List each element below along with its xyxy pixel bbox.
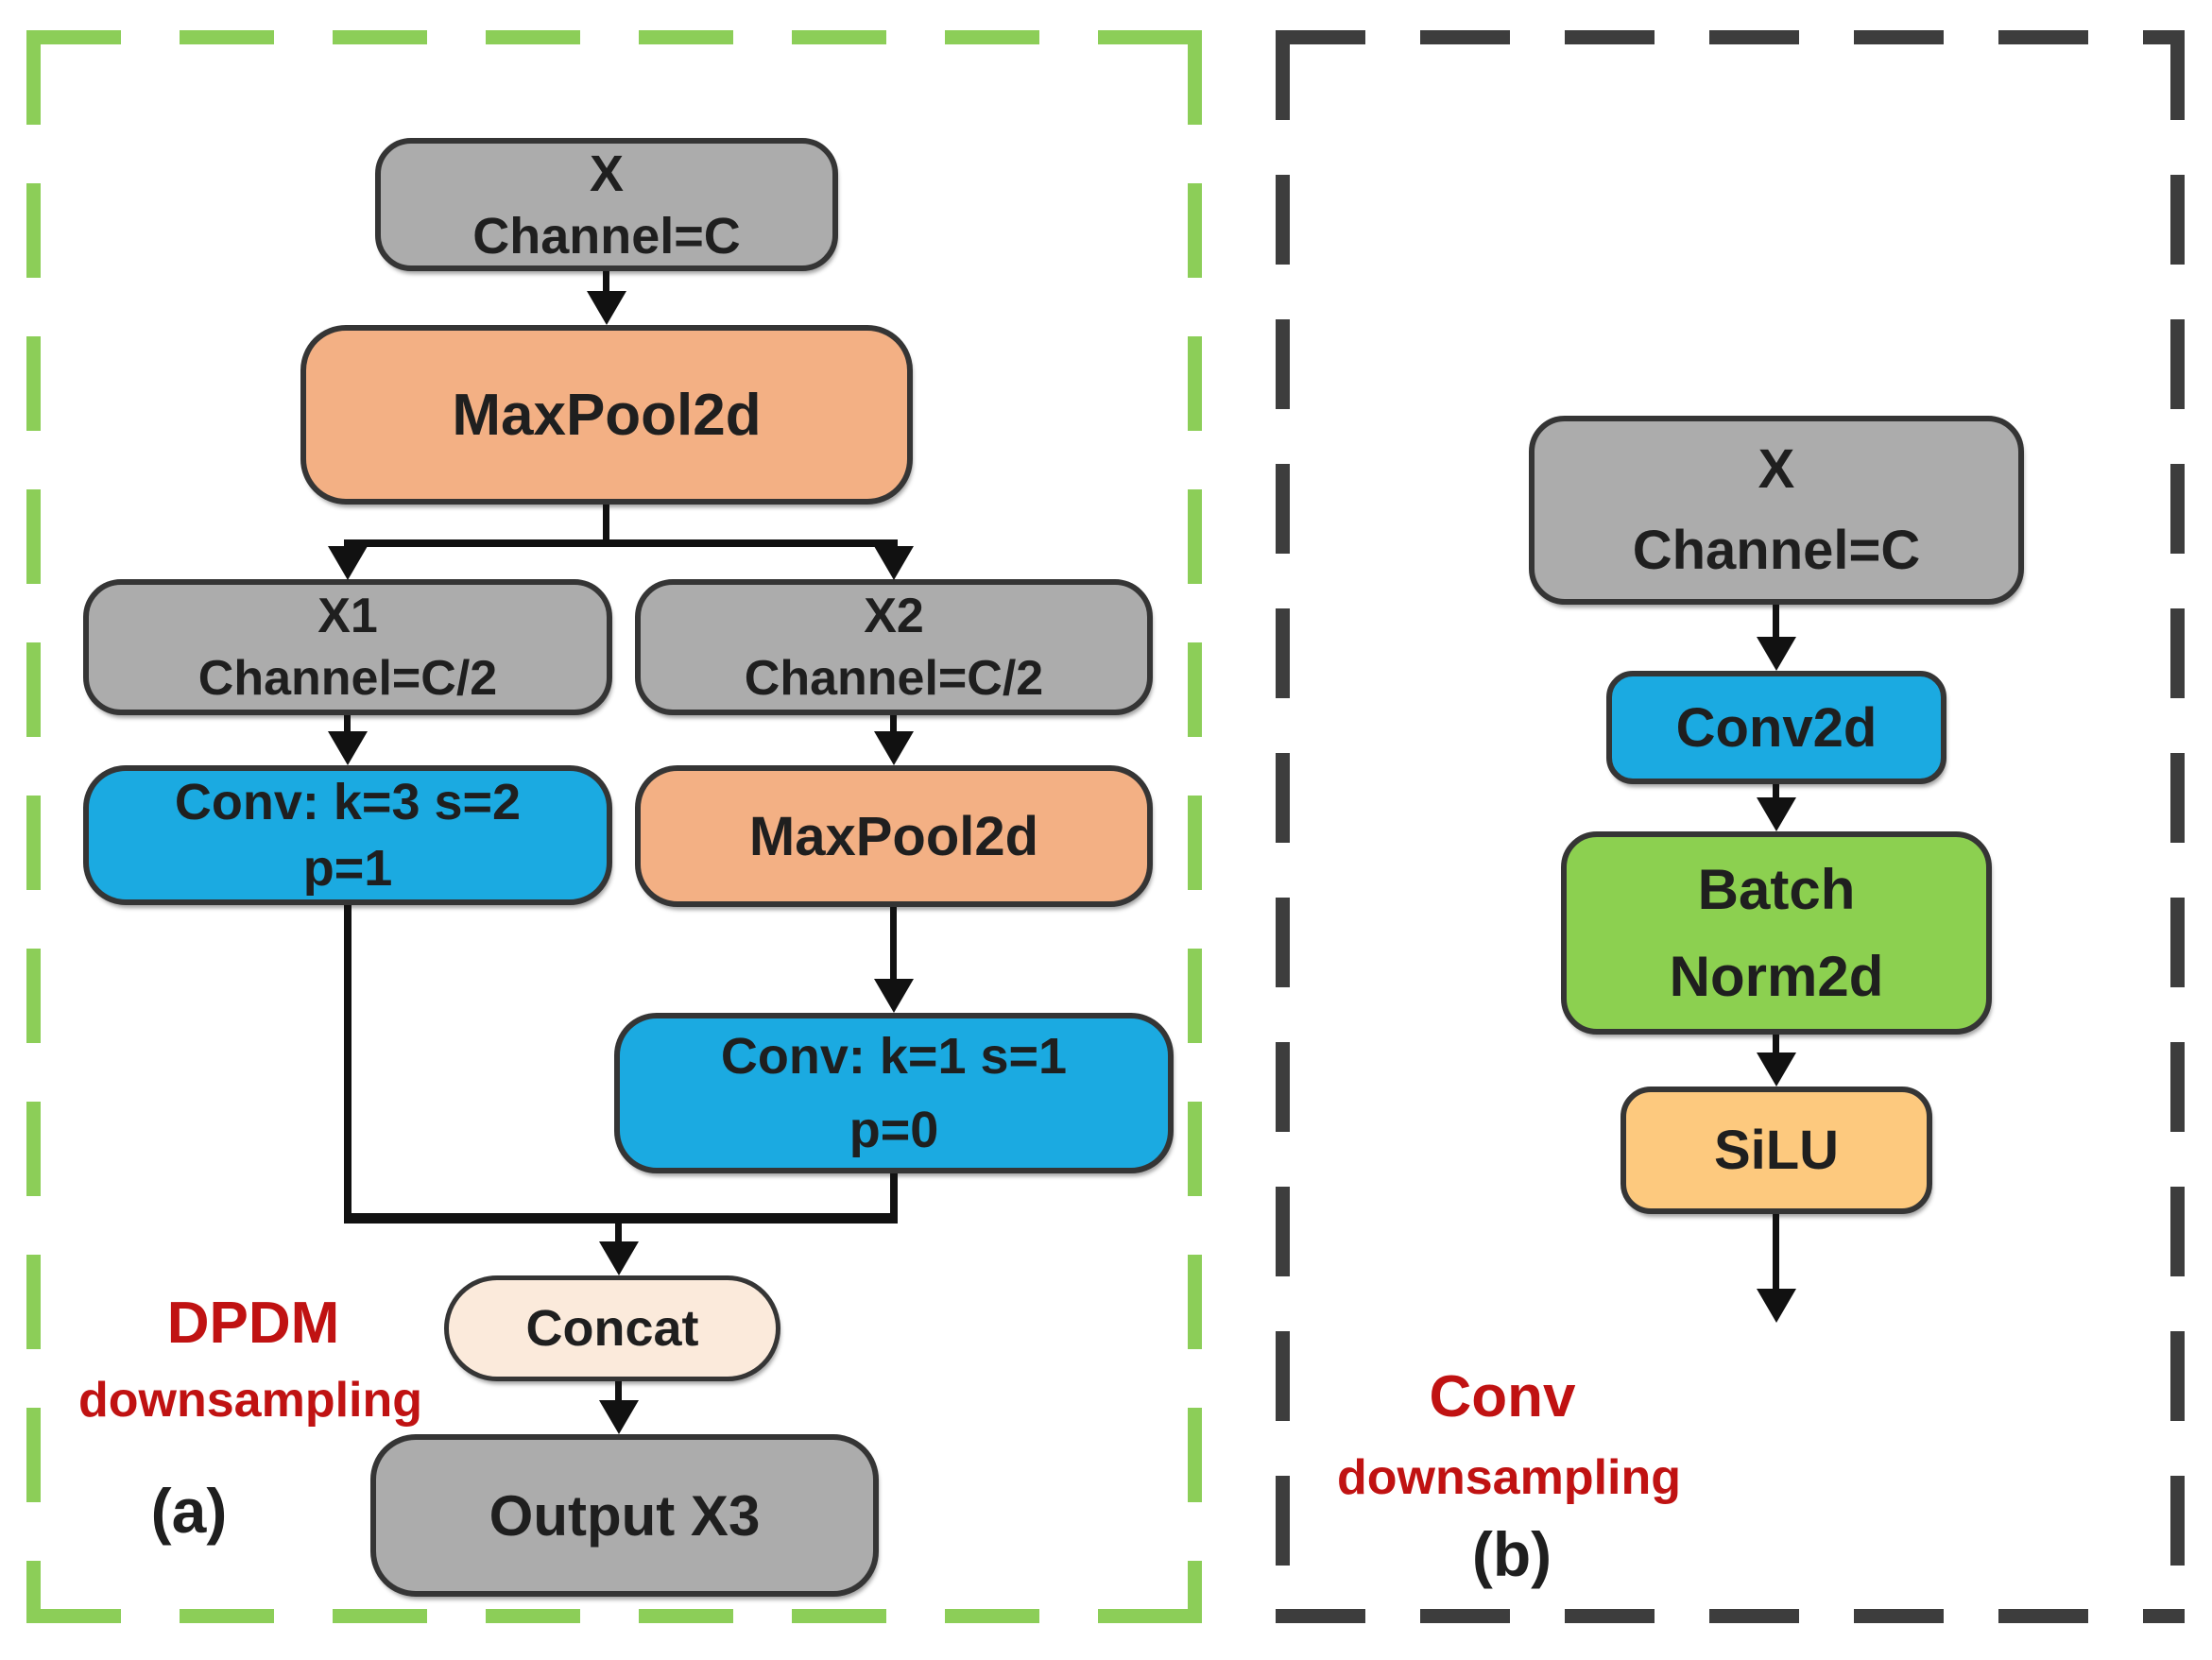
node-batchnorm2d: Batch Norm2d — [1561, 831, 1992, 1035]
node-label: p=1 — [302, 840, 393, 897]
node-input-x-a: X Channel=C — [375, 138, 838, 271]
node-label: Output X3 — [489, 1483, 761, 1548]
node-maxpool2d-2: MaxPool2d — [635, 765, 1153, 907]
node-label: SiLU — [1713, 1120, 1840, 1181]
node-label: Conv: k=1 s=1 — [720, 1028, 1068, 1085]
label-conv-downsampling: downsampling — [1337, 1450, 1681, 1505]
node-label: X — [589, 145, 625, 202]
node-conv-k1s1p0: Conv: k=1 s=1 p=0 — [614, 1013, 1174, 1173]
node-label: Conv: k=3 s=2 — [174, 774, 522, 830]
arrowhead-xb-to-conv2d — [1757, 637, 1796, 671]
label-conv: Conv — [1429, 1364, 1576, 1429]
node-label: X — [1758, 438, 1795, 500]
arrowhead-silu-output — [1757, 1289, 1796, 1323]
node-input-x-b: X Channel=C — [1529, 416, 2024, 605]
connector-x-to-maxpool-line — [603, 271, 609, 296]
node-label: MaxPool2d — [452, 382, 762, 448]
arrowhead-split-to-x1 — [328, 546, 368, 580]
connector-merge-to-concat-line — [615, 1222, 622, 1246]
node-label: Channel=C — [1632, 520, 1921, 581]
node-label: Channel=C/2 — [744, 651, 1044, 706]
connector-xb-to-conv2d-line — [1773, 605, 1779, 641]
panel-b-border-bottom — [1276, 1609, 2185, 1623]
arrowhead-x-to-maxpool — [587, 291, 626, 325]
panel-a-border-top — [26, 30, 1202, 44]
caption-a: (a) — [150, 1476, 228, 1546]
node-silu: SiLU — [1620, 1087, 1932, 1214]
node-x1: X1 Channel=C/2 — [83, 579, 612, 715]
panel-a-border-bottom — [26, 1609, 1202, 1623]
node-label: Batch — [1697, 857, 1856, 921]
connector-concat-to-output-line — [615, 1381, 622, 1405]
node-label: X1 — [317, 589, 378, 643]
node-conv2d: Conv2d — [1606, 671, 1946, 784]
connector-split-horizontal — [344, 539, 898, 547]
connector-x1-to-conv-line — [344, 715, 351, 736]
connector-silu-output-line — [1773, 1214, 1779, 1292]
node-label: Channel=C/2 — [197, 651, 498, 706]
arrowhead-x1-to-conv — [328, 731, 368, 765]
panel-a-border-left — [26, 30, 41, 1623]
node-label: Concat — [525, 1300, 699, 1357]
node-x2: X2 Channel=C/2 — [635, 579, 1153, 715]
node-label: MaxPool2d — [748, 805, 1039, 867]
caption-b: (b) — [1471, 1519, 1552, 1589]
arrowhead-concat-to-output — [599, 1400, 639, 1434]
arrowhead-maxpool2-to-conv — [874, 979, 914, 1013]
panel-b-border-top — [1276, 30, 2185, 44]
node-label: Conv2d — [1675, 696, 1878, 759]
panel-b-border-left — [1276, 30, 1290, 1623]
arrowhead-conv2d-to-bn — [1757, 797, 1796, 831]
arrowhead-x2-to-maxpool — [874, 731, 914, 765]
connector-maxpool2-to-conv-line — [890, 907, 897, 984]
arrowhead-merge-to-concat — [599, 1241, 639, 1275]
node-concat: Concat — [444, 1275, 780, 1381]
node-label: Channel=C — [472, 207, 741, 265]
label-dpdm: DPDM — [166, 1291, 340, 1356]
node-label: Norm2d — [1669, 944, 1884, 1008]
connector-x2-to-maxpool-line — [890, 715, 897, 736]
panel-a-border-right — [1188, 30, 1202, 1623]
connector-maxpool-split-stem — [603, 505, 609, 546]
label-dpdm-downsampling: downsampling — [78, 1373, 422, 1428]
connector-bn-to-silu-line — [1773, 1035, 1779, 1056]
node-label: p=0 — [849, 1102, 939, 1158]
panel-b-border-right — [2170, 30, 2185, 1623]
connector-merge-horizontal — [344, 1213, 898, 1224]
arrowhead-split-to-x2 — [874, 546, 914, 580]
node-maxpool2d-1: MaxPool2d — [300, 325, 913, 505]
connector-conv2d-to-bn-line — [1773, 784, 1779, 801]
connector-merge-right-vertical — [890, 1173, 898, 1224]
node-conv-k3s2p1: Conv: k=3 s=2 p=1 — [83, 765, 612, 905]
node-output-x3: Output X3 — [370, 1434, 879, 1597]
arrowhead-bn-to-silu — [1757, 1052, 1796, 1087]
node-label: X2 — [864, 589, 924, 643]
connector-merge-left-vertical — [344, 905, 352, 1224]
